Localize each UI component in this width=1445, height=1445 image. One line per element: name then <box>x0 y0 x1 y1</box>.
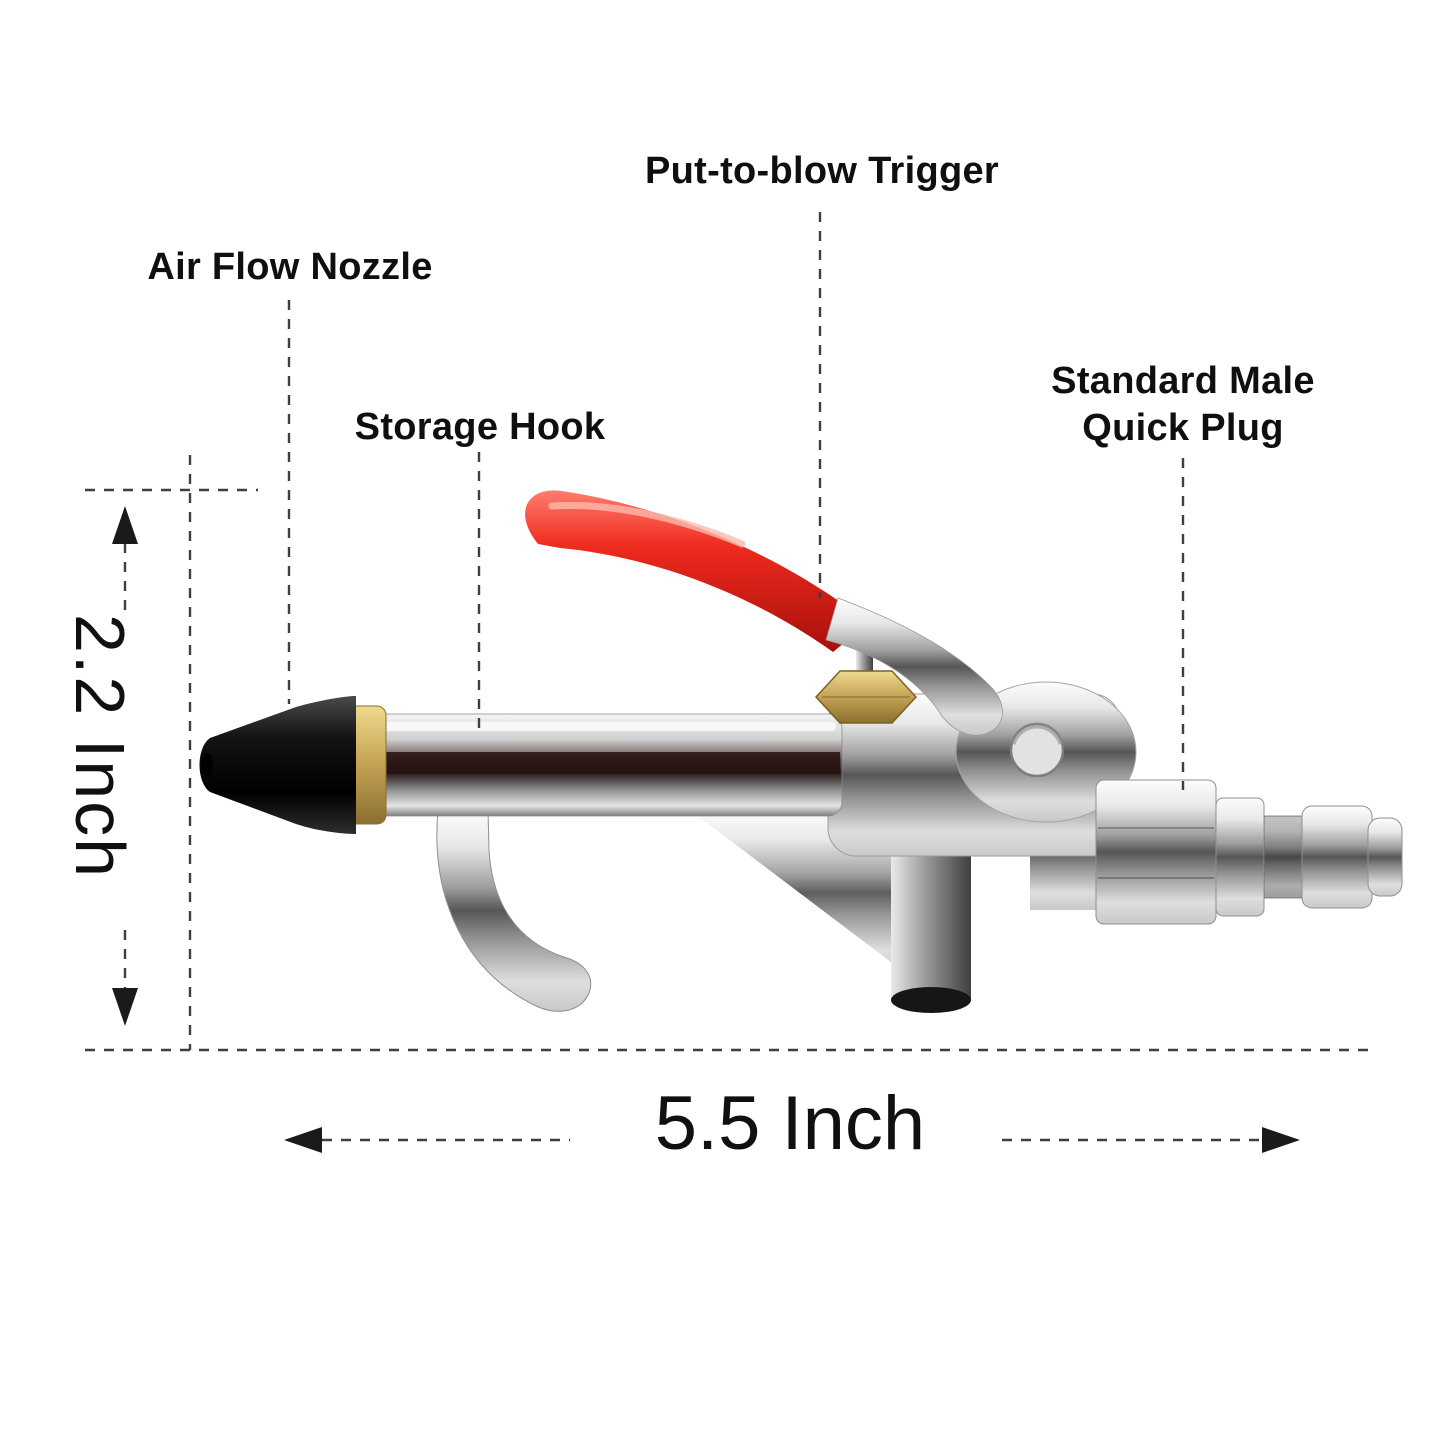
annotation-lines <box>85 212 1372 1142</box>
quick-plug-tip <box>1367 817 1403 897</box>
trigger-label: Put-to-blow Trigger <box>645 150 999 192</box>
plug-label: Standard Male Quick Plug <box>983 358 1383 452</box>
nozzle-orifice <box>201 753 213 777</box>
trigger-lever-red <box>525 490 860 652</box>
barrel-highlight <box>372 722 836 731</box>
pivot-hole-shadow <box>1010 723 1064 745</box>
height-dimension-label: 2.2 Inch <box>61 614 139 880</box>
trigger-lever-chrome <box>825 597 1003 736</box>
nozzle-label: Air Flow Nozzle <box>147 246 433 288</box>
height-arrow-down-icon <box>112 988 138 1026</box>
storage-hook <box>436 809 592 1012</box>
length-arrow-right-icon <box>1262 1127 1300 1153</box>
quick-plug-groove <box>1263 815 1303 899</box>
plug-label-line2: Quick Plug <box>1082 407 1284 449</box>
outlet-tube <box>891 838 971 1000</box>
hook-label: Storage Hook <box>354 406 606 448</box>
quick-plug-collar <box>1215 797 1265 917</box>
quick-plug-groove-shade <box>1264 816 1302 898</box>
height-arrow-up-icon <box>112 506 138 544</box>
blow-gun <box>199 490 1403 1013</box>
quick-plug-body <box>1301 805 1373 909</box>
barrel-reflection <box>368 752 840 774</box>
outlet-opening <box>891 987 971 1013</box>
annotation-arrowheads <box>112 506 1300 1153</box>
trigger-highlight <box>548 501 746 548</box>
nozzle-tip <box>199 696 356 834</box>
length-dimension-label: 5.5 Inch <box>654 1081 926 1166</box>
inlet-hex-nut <box>1095 779 1217 925</box>
length-arrow-left-icon <box>284 1127 322 1153</box>
plug-label-line1: Standard Male <box>1051 360 1315 402</box>
